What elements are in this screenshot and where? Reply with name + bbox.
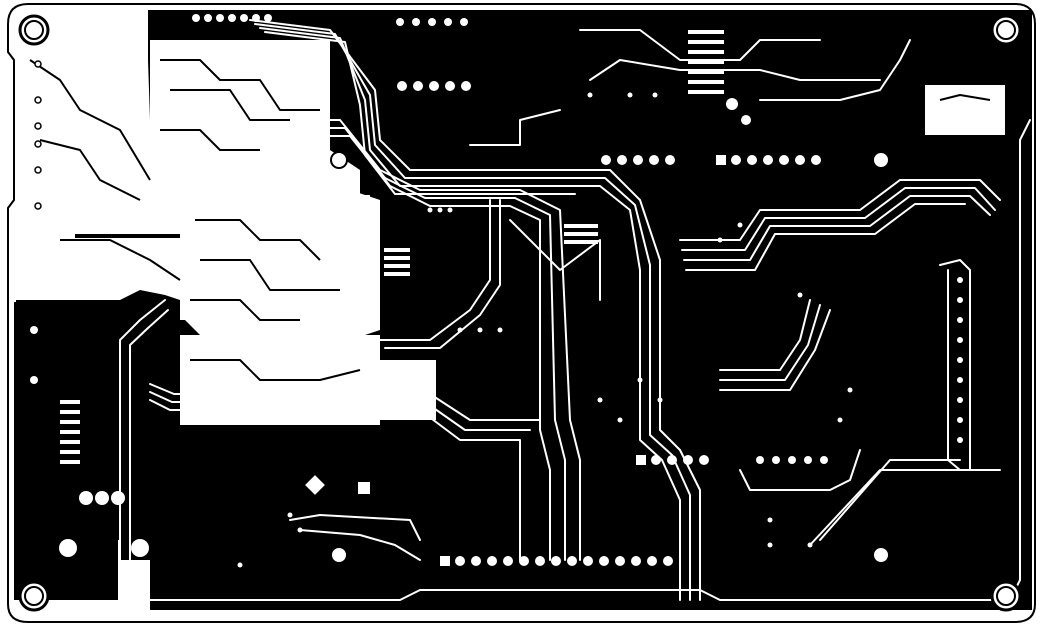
trace-lower-right — [739, 449, 861, 491]
island-trace-11 — [939, 94, 991, 101]
trace-mid-right-2 — [719, 304, 821, 381]
trace-bus-4 — [264, 31, 576, 195]
trace-bus-3 — [259, 27, 681, 601]
pin-header-top-left — [192, 14, 272, 22]
large-pads — [59, 98, 751, 557]
trace-bottom-rail — [139, 119, 1031, 601]
trace-right-column-2 — [947, 269, 961, 471]
trace-left-riser — [119, 299, 166, 561]
trace-bus-1 — [249, 19, 701, 601]
island-trace-5 — [200, 259, 340, 291]
edge-connector-left — [34, 60, 42, 210]
island-trace-2 — [170, 89, 290, 121]
trace-bus-7 — [309, 135, 551, 561]
island-trace-1 — [160, 59, 320, 111]
trace-right-diag-2 — [819, 459, 961, 541]
trace-top-header-3 — [759, 39, 911, 101]
trace-left-riser-2 — [129, 309, 169, 561]
ring-icon — [18, 580, 50, 612]
slot-pads-center — [384, 224, 598, 276]
trace-fan-4 — [685, 203, 966, 271]
ring-icon — [990, 14, 1022, 46]
pin-header-mid-left — [397, 81, 471, 91]
trace-mid-conn — [379, 199, 491, 341]
trace-lower-left-2 — [299, 529, 421, 561]
island-trace-7 — [190, 359, 361, 381]
island-middle-left — [180, 195, 375, 335]
trace-right-column — [939, 259, 971, 471]
pin-header-top-right-ic — [688, 30, 724, 94]
pin-header-bottom — [440, 556, 673, 566]
mounting-holes — [18, 14, 1022, 612]
trace-diag-center — [509, 219, 601, 301]
pin-header-center-right — [601, 155, 821, 165]
trace-fan-1 — [679, 179, 1001, 241]
trace-long-b — [149, 391, 531, 431]
inner-holes — [30, 151, 890, 564]
pin-header-right-column — [957, 277, 963, 443]
ring-icon — [18, 14, 50, 46]
island-tr-block — [925, 85, 1005, 135]
trace-mid-right-1 — [719, 299, 811, 371]
trace-mid-right-3 — [719, 309, 831, 391]
vias — [237, 92, 853, 568]
trace-mid-conn-2 — [384, 199, 501, 349]
trace-lower-left-1 — [289, 514, 421, 541]
trace-bus-5 — [299, 119, 581, 561]
island-trace-8 — [29, 59, 151, 181]
pin-header-top-center — [396, 18, 468, 26]
trace-fan-3 — [683, 195, 991, 261]
trace-bus-6 — [304, 127, 566, 561]
ring-icon — [990, 580, 1022, 612]
island-trace-10 — [60, 239, 181, 281]
pin-header-left-ic — [60, 400, 80, 464]
trace-long-c — [149, 383, 541, 421]
island-traces — [29, 59, 991, 381]
island-trace-6 — [190, 299, 300, 321]
trace-upper-mid — [469, 109, 561, 146]
island-trace-9 — [39, 139, 141, 201]
pin-header-mid-lower — [636, 455, 828, 465]
trace-fan-2 — [681, 187, 996, 251]
island-trace-3 — [160, 129, 260, 151]
island-trace-4 — [195, 219, 321, 261]
trace-long-a — [149, 399, 521, 561]
